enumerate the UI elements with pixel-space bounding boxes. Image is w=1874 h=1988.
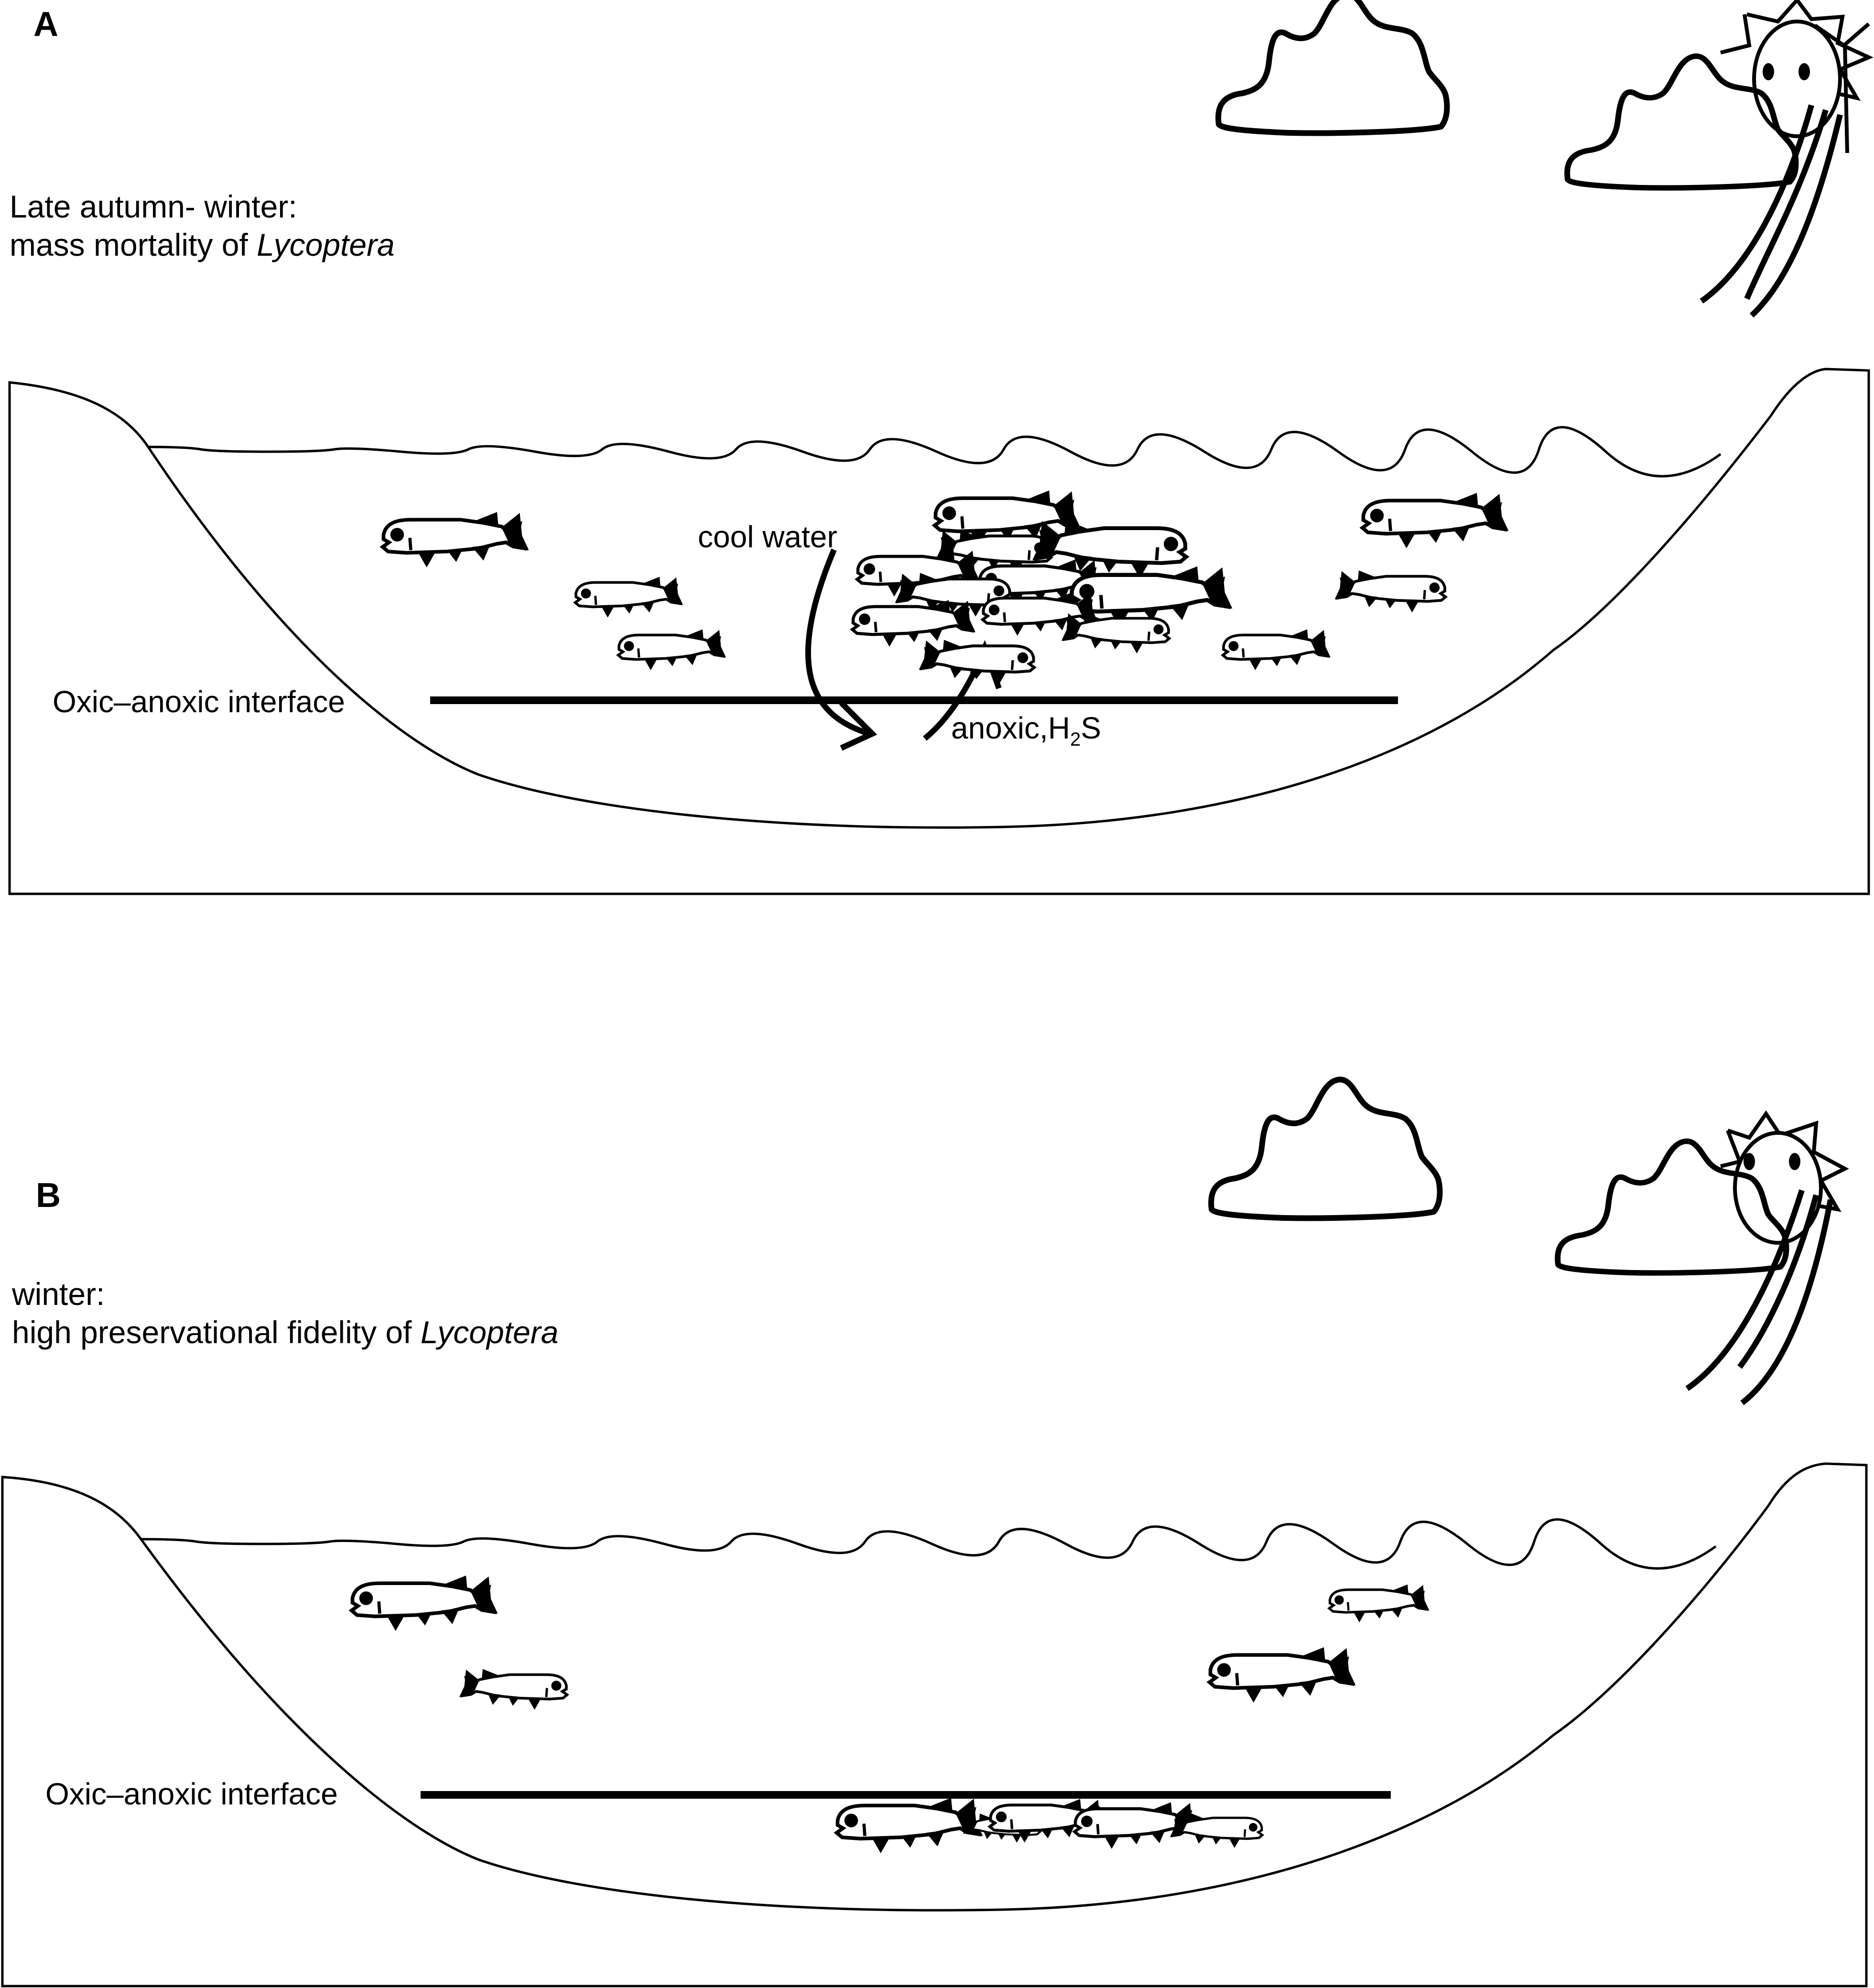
panel-a-caption-line1: Late autumn- winter: — [10, 189, 297, 224]
panel-a-interface-label: Oxic–anoxic interface — [53, 684, 345, 719]
panel-a-taxon: Lycoptera — [257, 227, 395, 262]
fish-icon — [1210, 1647, 1356, 1703]
fish-icon — [352, 1575, 498, 1631]
anoxic-h2s-label: anoxic,H2S — [951, 711, 1101, 750]
panel-a: A Late autumn- winter: mass mortality of… — [8, 0, 1874, 895]
panel-a-caption-prefix: mass mortality of — [10, 227, 257, 262]
wind-lines-icon — [1700, 104, 1843, 318]
cool-water-label: cool water — [698, 520, 837, 554]
fish-icon — [1223, 630, 1331, 670]
fish-icon — [837, 1798, 983, 1853]
cool-water-arrow-icon — [805, 548, 877, 751]
fish-icon — [919, 640, 1035, 684]
panel-a-caption-line2: mass mortality of Lycoptera — [10, 227, 395, 262]
fish-icon — [1335, 570, 1446, 612]
wind-lines-icon — [1685, 1189, 1833, 1405]
cloud-icon — [1218, 0, 1447, 133]
lake-basin — [1, 1462, 1868, 1988]
panel-b-taxon: Lycoptera — [421, 1314, 559, 1350]
fish-icon — [1363, 493, 1509, 548]
panel-b-caption-prefix: high preservational fidelity of — [12, 1314, 421, 1350]
panel-b: B winter: high preservational fidelity o… — [1, 1079, 1868, 1988]
lake-basin — [8, 368, 1870, 895]
fish-icon — [852, 600, 975, 647]
fish-icon — [1329, 1585, 1429, 1622]
fish-icon — [575, 577, 683, 618]
sun-icon — [1720, 1110, 1849, 1245]
fish-icon — [383, 512, 529, 567]
panel-b-caption-line2: high preservational fidelity of Lycopter… — [12, 1314, 558, 1350]
fish-icon — [459, 1669, 567, 1710]
cloud-icon — [1211, 1079, 1440, 1218]
panel-b-caption-line1: winter: — [11, 1276, 105, 1312]
fish-icon — [1062, 613, 1169, 653]
sun-icon — [1720, 0, 1874, 153]
wave-icon — [141, 1518, 1717, 1570]
panel-a-letter: A — [33, 5, 58, 43]
fish-icon — [618, 630, 726, 670]
panel-b-interface-label: Oxic–anoxic interface — [45, 1777, 338, 1811]
wave-icon — [148, 426, 1722, 478]
panel-b-letter: B — [36, 1176, 61, 1215]
